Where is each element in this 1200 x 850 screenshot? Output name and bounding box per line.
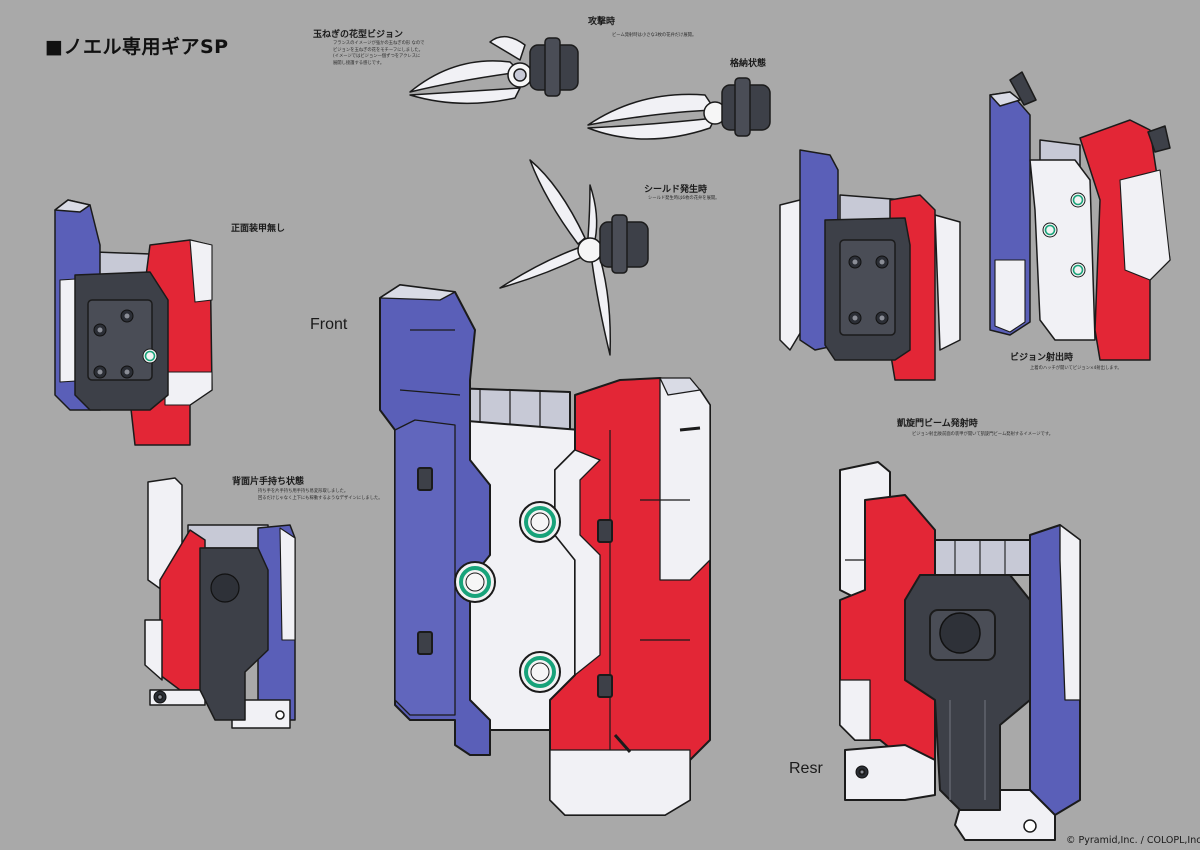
note-onion-bit: フランスのイメージが強かの玉ねぎの形 なので ビジョンを玉ねぎの花をモチーフにし… [333, 41, 424, 67]
front-view-shield [379, 284, 711, 816]
front-view-label: Front [310, 316, 348, 333]
note-shield: シールド発生時は6枚の花弁を展開。 [648, 196, 720, 201]
copyright-notice: © Pyramid,Inc. / COLOPL,Inc. [1066, 835, 1200, 846]
note-line: 回るだけじゃなく上下にも稼動するようなデザインにしました。 [258, 495, 383, 501]
note-line: (イメージではビジョン一個ずつをアクレスに [333, 54, 421, 59]
note-gate-beam: ビジョン射出後前面の装甲が開いて凱旋門ビーム発射するイメージです。 [912, 432, 1054, 437]
note-line: フランスのイメージが強かの玉ねぎの形 なので [333, 41, 425, 46]
note-line: 展開し接護する感じです。 [333, 60, 385, 66]
caption-stowed: 格納状態 [730, 59, 767, 69]
bit-launch-view [989, 71, 1171, 361]
note-back-hold: 持ち手を片手持ち用手持ち易変形取しました。 回るだけじゃなく上下にも稼動するよう… [258, 489, 383, 502]
no-front-armor-view [54, 199, 213, 446]
back-one-hand-view [144, 477, 296, 729]
bit-shield-mode [499, 159, 649, 356]
caption-onion-bit: 玉ねぎの花型ビジョン [313, 30, 404, 40]
caption-shield: シールド発生時 [644, 185, 708, 195]
caption-bit-launch: ビジョン射出時 [1010, 353, 1074, 363]
rear-view-label: Resr [789, 760, 823, 777]
bit-attack-mode [409, 36, 579, 105]
note-line: ビジョンを玉ねぎの花をモチーフにしました。 [333, 47, 423, 53]
gate-beam-view [779, 149, 961, 381]
note-bit-launch: 上着のハッチが開いてビジョン×4射出します。 [1030, 366, 1122, 371]
bit-stowed-mode [587, 77, 771, 140]
note-line: 持ち手を片手持ち用手持ち易変形取しました。 [258, 489, 349, 494]
caption-attack: 攻撃時 [588, 17, 616, 27]
caption-gate-beam: 凱旋門ビーム発射時 [897, 419, 978, 429]
rear-view-shield [839, 461, 1081, 841]
caption-back-hold: 背面片手持ち状態 [232, 477, 305, 487]
sheet-title: ■ノエル専用ギアSP [45, 36, 229, 58]
note-attack: ビーム発射時は小さな3枚の花弁だけ展開。 [612, 33, 697, 38]
caption-no-armor: 正面装甲無し [231, 224, 286, 234]
